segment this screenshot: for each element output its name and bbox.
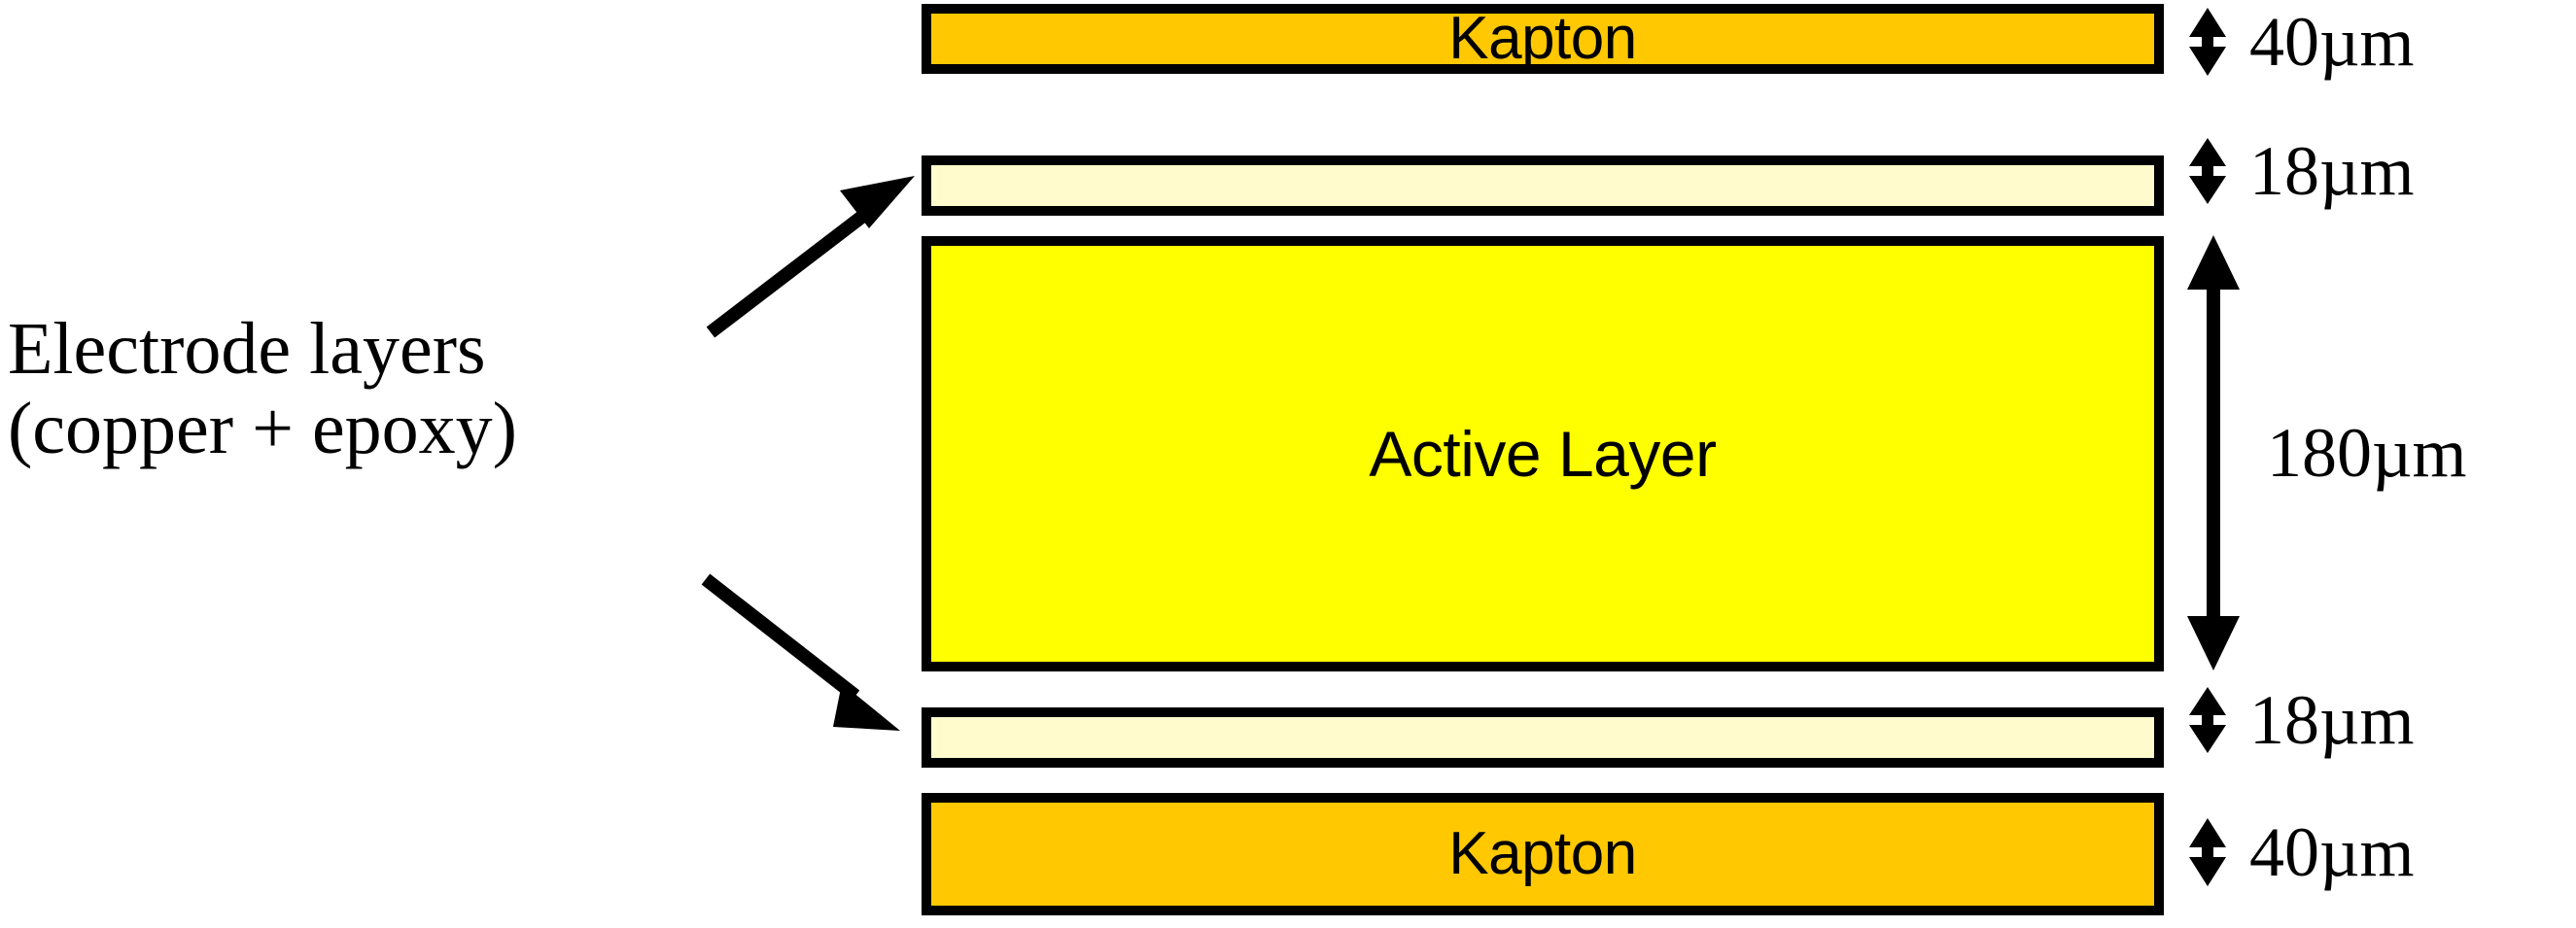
- layer-active: Active Layer: [922, 236, 2164, 671]
- dimension-active: 180µm: [2181, 233, 2467, 672]
- dimension-label-kapton-top: 40µm: [2249, 3, 2415, 81]
- callout-arrow-upper: [706, 176, 915, 338]
- electrode-callout-label: Electrode layers (copper + epoxy): [8, 309, 688, 468]
- dimension-label-electrode-bottom: 18µm: [2249, 681, 2415, 759]
- dimension-kapton-top: 40µm: [2181, 6, 2415, 78]
- double-arrow-vertical-icon: [2189, 8, 2226, 76]
- dimension-electrode-bottom: 18µm: [2181, 685, 2415, 755]
- double-arrow-vertical-icon: [2189, 138, 2226, 204]
- layer-kapton-top: Kapton: [922, 4, 2164, 74]
- dimension-label-kapton-bottom: 40µm: [2249, 813, 2415, 891]
- callout-line-2: (copper + epoxy): [8, 388, 517, 470]
- layer-label-active: Active Layer: [1369, 418, 1717, 490]
- layer-electrode-top: [922, 155, 2164, 216]
- double-arrow-vertical-icon: [2189, 687, 2226, 753]
- layer-electrode-bottom: [922, 707, 2164, 768]
- double-arrow-vertical-long-icon: [2187, 235, 2240, 670]
- dimension-electrode-top: 18µm: [2181, 136, 2415, 206]
- layer-label-kapton-top: Kapton: [1448, 5, 1637, 72]
- double-arrow-vertical-icon: [2189, 818, 2226, 886]
- dimension-kapton-bottom: 40µm: [2181, 816, 2415, 888]
- layer-kapton-bottom: Kapton: [922, 793, 2164, 915]
- layer-label-kapton-bottom: Kapton: [1448, 820, 1637, 887]
- callout-arrow-lower: [701, 573, 900, 731]
- callout-line-1: Electrode layers: [8, 308, 486, 390]
- dimension-label-active: 180µm: [2267, 414, 2467, 492]
- dimension-label-electrode-top: 18µm: [2249, 132, 2415, 210]
